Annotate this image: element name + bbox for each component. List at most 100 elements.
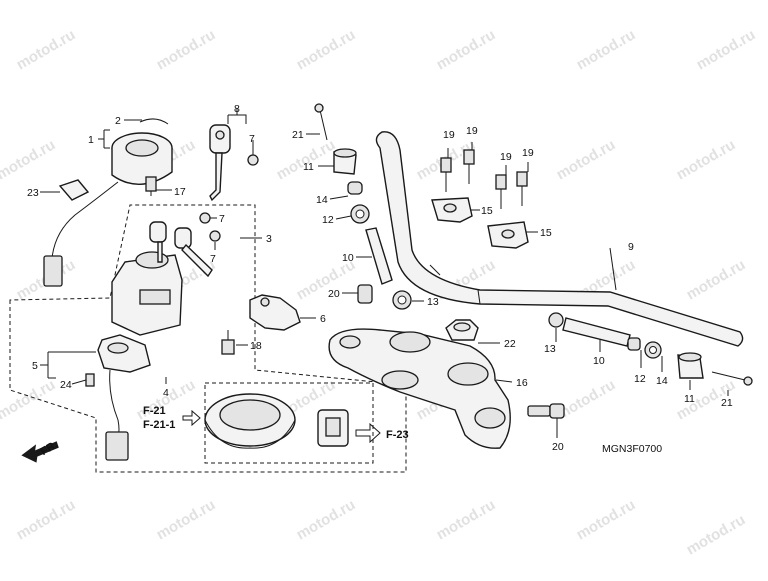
screw-part17 — [145, 176, 157, 196]
callout-16: 16 — [516, 377, 528, 389]
watermark: motod.ru — [294, 496, 359, 543]
callout-5: 5 — [32, 360, 38, 372]
collar-part12-right — [627, 337, 641, 351]
holder-part15-left — [431, 197, 473, 223]
watermark: motod.ru — [0, 136, 58, 183]
watermark: motod.ru — [434, 26, 499, 73]
bolt-part21-left — [314, 103, 328, 141]
watermark: motod.ru — [274, 136, 339, 183]
top-bridge-part16 — [328, 328, 511, 449]
nut-part22 — [445, 319, 479, 341]
callout-24: 24 — [60, 379, 72, 391]
watermark: motod.ru — [684, 511, 749, 558]
washer-part7b — [199, 212, 211, 224]
callout-15a: 15 — [481, 205, 493, 217]
clamp-part23 — [58, 179, 90, 201]
arrow-f21 — [182, 409, 201, 427]
weight-part11-right — [677, 352, 704, 379]
watermark: motod.ru — [154, 496, 219, 543]
callout-21-left: 21 — [292, 129, 304, 141]
callout-7b: 7 — [219, 213, 225, 225]
snap-ring-part2 — [139, 118, 169, 125]
callout-13-left: 13 — [427, 296, 439, 308]
bolt-part20-right — [527, 403, 565, 419]
callout-20-right: 20 — [552, 441, 564, 453]
watermark: motod.ru — [0, 376, 58, 423]
watermark: motod.ru — [154, 26, 219, 73]
washer-part7 — [247, 154, 259, 166]
callout-17: 17 — [174, 186, 186, 198]
callout-11-right: 11 — [684, 393, 695, 405]
leader-lines — [40, 108, 729, 438]
callout-23: 23 — [27, 187, 39, 199]
callout-19a: 19 — [443, 129, 455, 141]
bolt-part20-left — [357, 284, 373, 304]
callout-20-left: 20 — [328, 288, 340, 300]
callout-13-right: 13 — [544, 343, 556, 355]
washer-part12-left — [350, 204, 370, 224]
bracket-part6 — [249, 294, 301, 331]
key-part8 — [209, 124, 231, 202]
callout-10-right: 10 — [593, 355, 605, 367]
callout-2: 2 — [115, 115, 121, 127]
callout-14-left: 14 — [316, 194, 328, 206]
screw-part24 — [85, 373, 95, 387]
watermark: motod.ru — [14, 26, 79, 73]
bolt-part18 — [221, 330, 235, 355]
callout-7a: 7 — [249, 133, 255, 145]
arrow-f23 — [355, 422, 381, 444]
fuel-cap-lock — [317, 409, 349, 447]
callout-3: 3 — [266, 233, 272, 245]
holder-part15-right — [487, 221, 529, 249]
switch-connector — [105, 431, 129, 461]
bolt-part21-right — [711, 371, 753, 386]
callout-22: 22 — [504, 338, 516, 350]
callout-1: 1 — [88, 134, 94, 146]
callout-10-left: 10 — [342, 252, 354, 264]
watermark: motod.ru — [694, 26, 759, 73]
callout-4: 4 — [163, 387, 169, 399]
callout-9: 9 — [628, 241, 634, 253]
ref-f23: F-23 — [386, 429, 409, 441]
bolts-part19 — [440, 149, 528, 209]
ignition-wire — [51, 181, 119, 259]
watermark: motod.ru — [434, 496, 499, 543]
callout-6: 6 — [320, 313, 326, 325]
weight-part11-left — [333, 148, 357, 175]
washer-part7c — [209, 230, 221, 242]
callout-19d: 19 — [522, 147, 534, 159]
fuel-cap — [204, 393, 296, 449]
handlebar-part9 — [375, 131, 744, 347]
watermark: motod.ru — [674, 136, 739, 183]
rubber-part10-right — [562, 317, 631, 347]
ignition-switch-part1 — [111, 132, 173, 185]
callout-labels: 1 2 23 17 8 7 7 7 3 4 5 24 6 18 21 11 14… — [27, 103, 733, 453]
washer-part13-left — [392, 290, 412, 310]
watermark: motod.ru — [574, 26, 639, 73]
front-direction-arrow — [21, 441, 59, 463]
switch-part5 — [97, 334, 151, 373]
callout-15b: 15 — [540, 227, 552, 239]
callout-14-right: 14 — [656, 375, 668, 387]
collar-part14-left — [347, 181, 363, 195]
watermark: motod.ru — [684, 256, 749, 303]
watermark: motod.ru — [574, 496, 639, 543]
callout-19b: 19 — [466, 125, 478, 137]
rubber-part10-left — [365, 227, 393, 285]
watermark: motod.ru — [554, 136, 619, 183]
washer-part14-right — [644, 341, 662, 359]
ignition-assembly-part3 — [111, 221, 213, 336]
callout-12-left: 12 — [322, 214, 334, 226]
callout-12-right: 12 — [634, 373, 646, 385]
callout-18: 18 — [250, 340, 262, 352]
callout-19c: 19 — [500, 151, 512, 163]
watermark: motod.ru — [294, 26, 359, 73]
ref-f21: F-21 — [143, 405, 166, 417]
watermark: motod.ru — [14, 496, 79, 543]
switch-wire — [109, 369, 120, 439]
callout-11-left: 11 — [303, 161, 314, 173]
callout-21-right: 21 — [721, 397, 733, 409]
diagram-code: MGN3F0700 — [602, 443, 662, 455]
